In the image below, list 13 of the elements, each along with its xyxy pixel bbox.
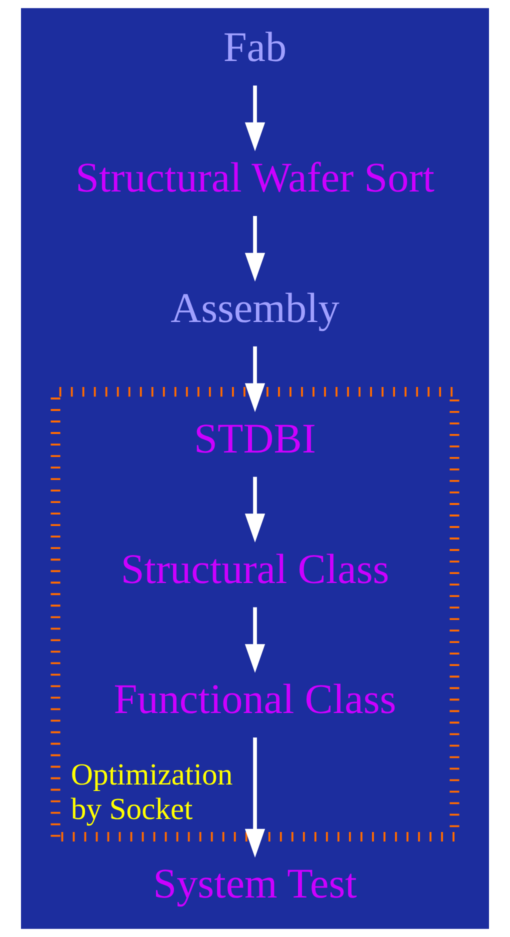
arrow: [244, 607, 266, 673]
arrow: [244, 86, 266, 152]
arrow: [244, 476, 266, 542]
node-text: STDBI: [194, 415, 316, 462]
arrow: [244, 346, 266, 412]
node-text: Assembly: [170, 284, 340, 332]
node-text: System Test: [153, 860, 357, 908]
arrow: [244, 216, 266, 282]
arrow: [244, 737, 266, 858]
node-text: Functional Class: [114, 676, 396, 724]
node-text: Structural Class: [120, 546, 390, 593]
node-text: Structural Wafer Sort: [75, 154, 435, 202]
node-text: Fab: [223, 24, 287, 72]
